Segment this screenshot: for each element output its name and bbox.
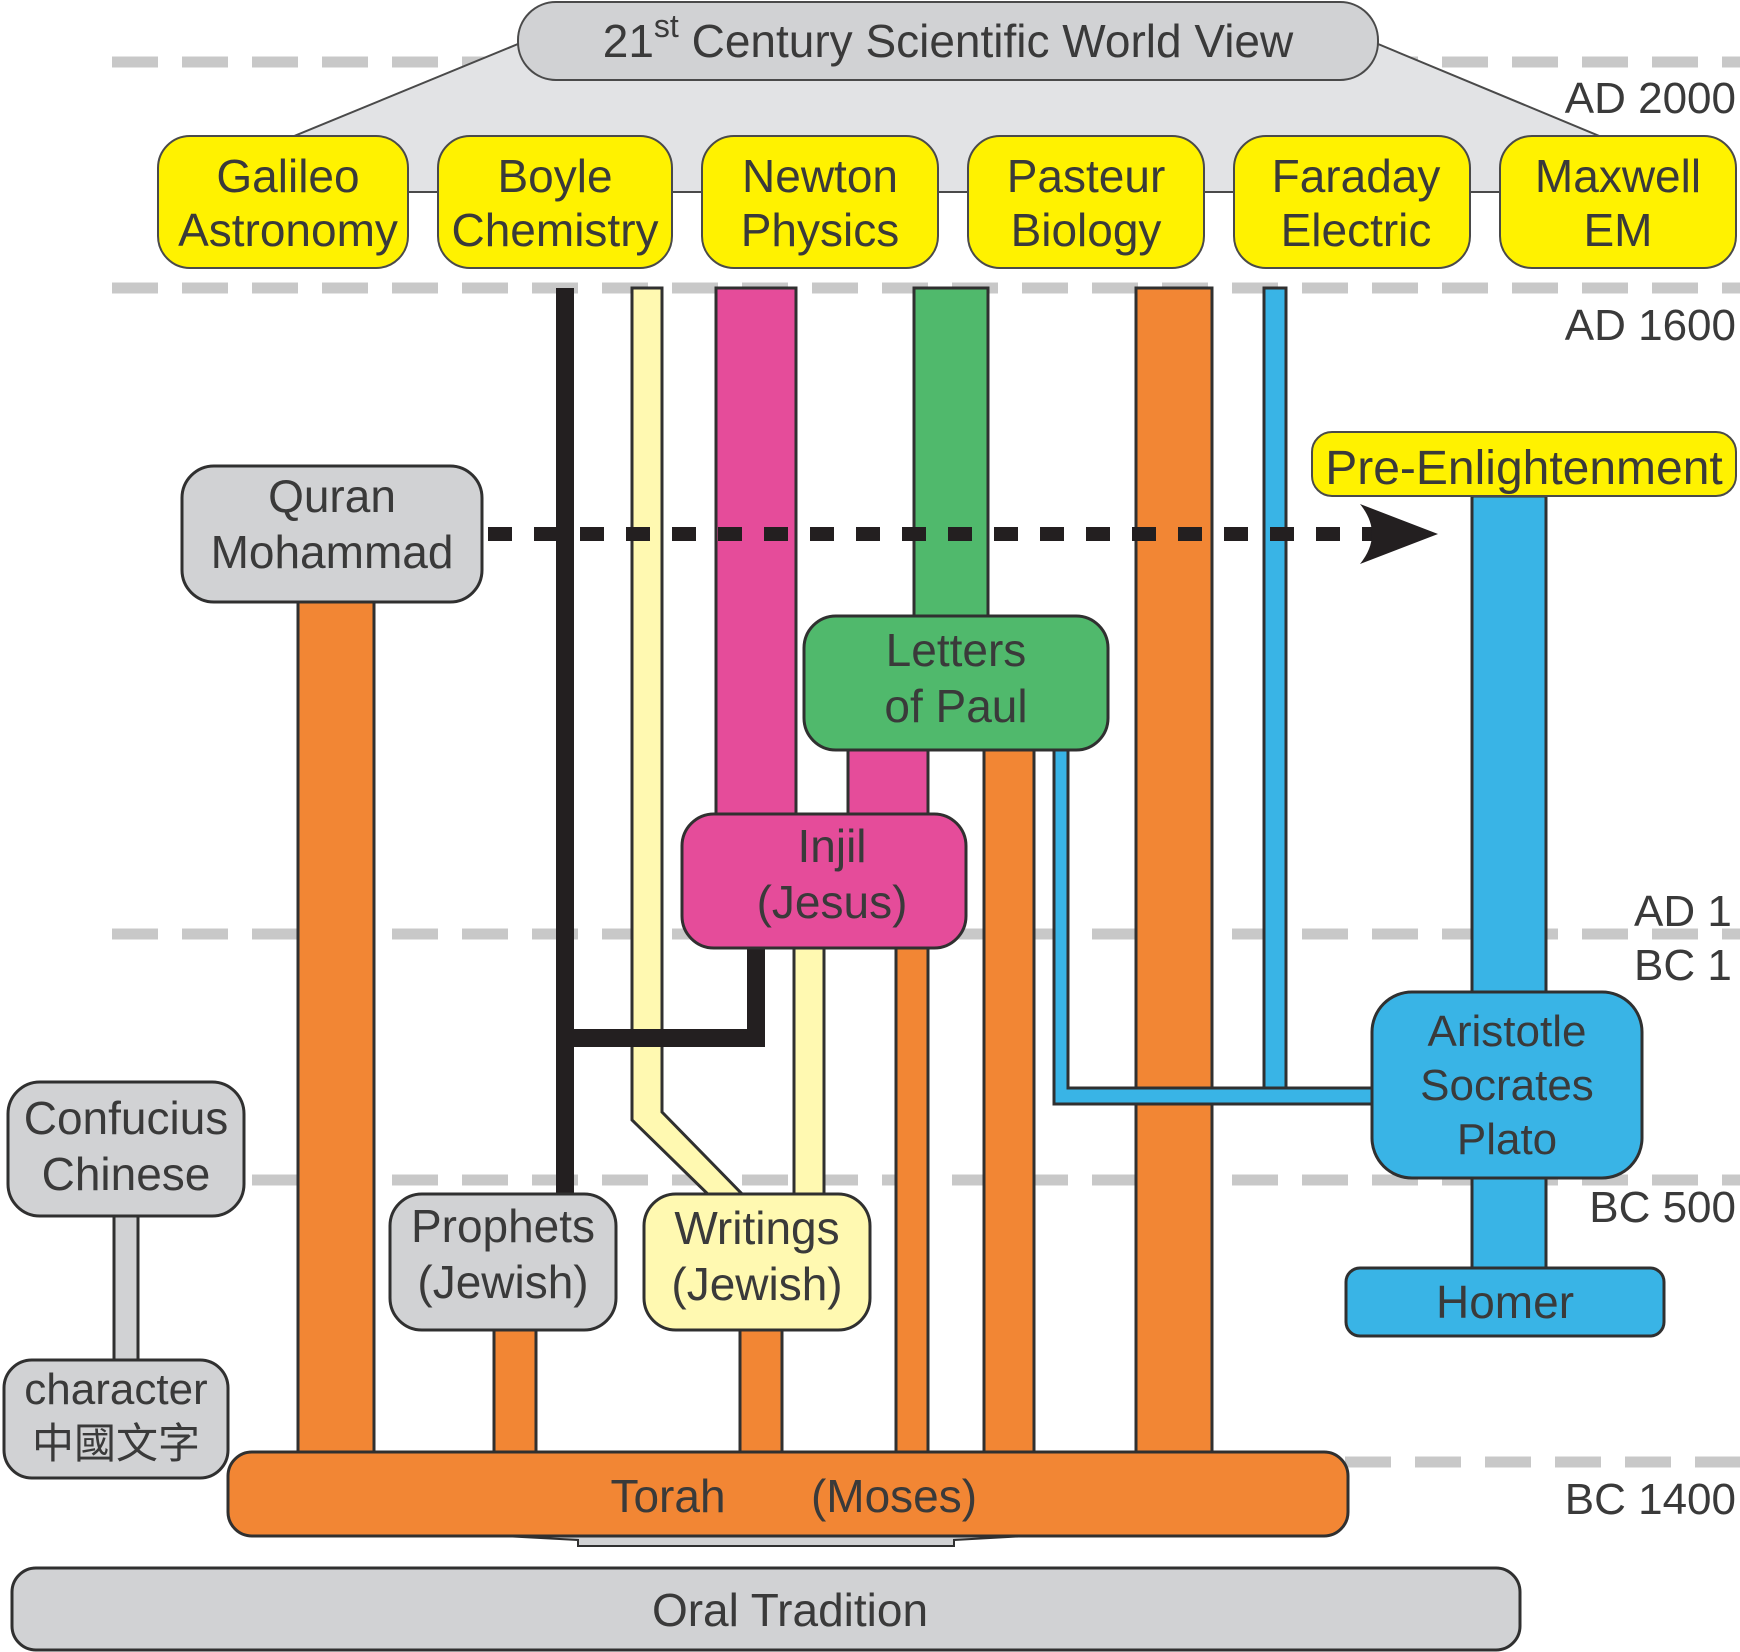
svg-text:Chemistry: Chemistry [451,204,658,256]
svg-text:中國文字: 中國文字 [32,1420,200,1467]
svg-text:(Jewish): (Jewish) [417,1256,588,1308]
svg-text:Homer: Homer [1436,1276,1574,1328]
scientist-boyle: Boyle Chemistry [437,135,673,269]
scientific-world-view-box: 21st Century Scientific World View [517,1,1379,81]
svg-text:Newton: Newton [742,150,898,202]
svg-text:Galileo: Galileo [216,150,359,202]
torah-box: Torah (Moses) [226,1450,1350,1538]
letters-of-paul-box: Letters of Paul [802,614,1110,752]
oral-tradition-box: Oral Tradition [10,1566,1522,1652]
svg-text:Mohammad: Mohammad [211,526,454,578]
stream-paul [912,286,990,620]
svg-text:Maxwell: Maxwell [1535,150,1701,202]
pre-enlightenment-box: Pre-Enlightenment [1311,431,1737,497]
svg-text:character: character [24,1365,207,1414]
era-label-bc1: BC 1 [1634,941,1732,990]
quran-arrow [488,504,1438,564]
svg-text:Plato: Plato [1457,1115,1557,1164]
injil-box: Injil (Jesus) [680,812,968,950]
stream-torah-right [1134,286,1214,1454]
stream-injil-orange [894,942,930,1454]
stream-injil-left [714,286,798,818]
svg-text:Prophets: Prophets [411,1200,595,1252]
svg-text:Biology: Biology [1011,204,1162,256]
stream-writings [630,286,826,1208]
era-label-ad1600: AD 1600 [1565,301,1736,350]
scientist-newton: Newton Physics [701,135,939,269]
streams [112,286,1214,1454]
stream-confucius [112,1212,140,1362]
quran-box: Quran Mohammad [180,464,484,604]
page-title: 21st Century Scientific World View [603,8,1294,67]
scientist-maxwell: Maxwell EM [1499,135,1737,269]
svg-text:Letters: Letters [886,624,1027,676]
stream-quran [296,598,376,1454]
svg-text:Injil: Injil [797,820,866,872]
svg-text:Chinese: Chinese [42,1148,211,1200]
svg-text:(Jewish): (Jewish) [671,1258,842,1310]
svg-text:Physics: Physics [741,204,899,256]
svg-text:Writings: Writings [674,1202,839,1254]
stream-prophets-orange [492,1328,538,1454]
prophets-box: Prophets (Jewish) [388,1192,618,1332]
era-label-bc500: BC 500 [1589,1183,1736,1232]
greek-philosophers-box: Aristotle Socrates Plato [1370,990,1644,1180]
writings-box: Writings (Jewish) [642,1192,872,1332]
svg-text:Boyle: Boyle [497,150,612,202]
svg-text:Quran: Quran [268,470,396,522]
era-label-bc1400: BC 1400 [1565,1475,1736,1524]
stream-writings-orange [738,1328,784,1454]
era-label-ad2000: AD 2000 [1565,74,1736,123]
character-box: character 中國文字 [2,1358,230,1480]
scientist-galileo: Galileo Astronomy [157,135,409,269]
stream-prophets [556,288,765,1196]
svg-text:of Paul: of Paul [884,680,1027,732]
svg-text:EM: EM [1584,204,1653,256]
scientist-faraday: Faraday Electric [1233,135,1471,269]
era-label-ad1: AD 1 [1634,887,1732,936]
svg-text:Electric: Electric [1281,204,1432,256]
stream-paul-orange [982,746,1036,1454]
svg-text:Socrates: Socrates [1420,1061,1594,1110]
confucius-box: Confucius Chinese [6,1080,246,1218]
svg-text:Aristotle: Aristotle [1428,1007,1587,1056]
scientist-pasteur: Pasteur Biology [967,135,1205,269]
svg-text:Astronomy: Astronomy [178,204,398,256]
svg-text:Pasteur: Pasteur [1007,150,1166,202]
svg-text:(Moses): (Moses) [811,1470,977,1522]
svg-text:Faraday: Faraday [1272,150,1441,202]
svg-text:Torah: Torah [610,1470,725,1522]
svg-text:(Jesus): (Jesus) [757,876,908,928]
svg-text:Pre-Enlightenment: Pre-Enlightenment [1325,442,1723,495]
svg-text:Oral Tradition: Oral Tradition [652,1584,928,1636]
homer-box: Homer [1344,1266,1666,1338]
svg-text:Confucius: Confucius [24,1092,229,1144]
